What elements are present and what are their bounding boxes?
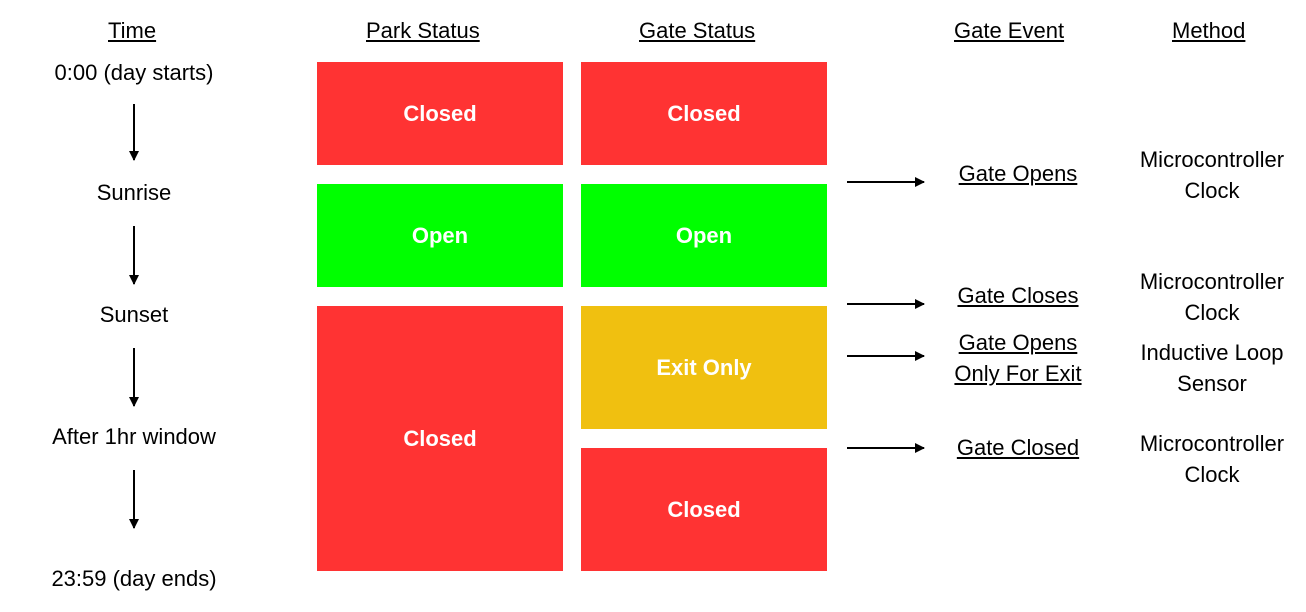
event-line: Gate Opens (958, 161, 1078, 186)
time-sunrise: Sunrise (96, 180, 172, 205)
event-gate-closes: Gate Closes (940, 280, 1096, 311)
method-gate-closes: Microcontroller Clock (1124, 266, 1300, 328)
gate-status-label: Closed (667, 100, 741, 126)
gate-status-label: Exit Only (656, 354, 752, 380)
gate-status-open: Open (581, 184, 827, 287)
park-status-open: Open (317, 184, 563, 287)
park-status-closed-evening: Closed (317, 306, 563, 571)
method-line: Clock (1184, 300, 1240, 325)
time-day-start: 0:00 (day starts) (54, 60, 214, 85)
method-gate-opens: Microcontroller Clock (1124, 144, 1300, 206)
park-status-closed-morning: Closed (317, 62, 563, 165)
event-gate-opens-exit: Gate Opens Only For Exit (936, 327, 1100, 389)
time-day-end: 23:59 (day ends) (51, 566, 217, 591)
time-after-window: After 1hr window (52, 424, 216, 449)
method-line: Microcontroller (1139, 431, 1285, 456)
gate-status-closed-morning: Closed (581, 62, 827, 165)
method-line: Clock (1184, 462, 1240, 487)
header-park-status: Park Status (366, 18, 480, 43)
event-gate-opens: Gate Opens (940, 158, 1096, 189)
event-line: Gate Closed (956, 435, 1080, 460)
header-time: Time (108, 18, 157, 43)
gate-status-label: Open (675, 222, 733, 248)
event-line: Only For Exit (954, 361, 1082, 386)
header-gate-event: Gate Event (954, 18, 1065, 43)
header-gate-status: Gate Status (639, 18, 756, 43)
method-gate-closed: Microcontroller Clock (1124, 428, 1300, 490)
gate-status-closed-night: Closed (581, 448, 827, 571)
method-line: Inductive Loop (1140, 340, 1284, 365)
park-status-label: Open (411, 222, 469, 248)
method-line: Sensor (1177, 371, 1247, 396)
park-status-label: Closed (403, 100, 477, 126)
event-gate-closed: Gate Closed (940, 432, 1096, 463)
gate-status-label: Closed (667, 496, 741, 522)
time-sunset: Sunset (99, 302, 169, 327)
method-line: Microcontroller (1139, 147, 1285, 172)
method-line: Clock (1184, 178, 1240, 203)
park-status-label: Closed (403, 425, 477, 451)
event-line: Gate Closes (957, 283, 1079, 308)
method-line: Microcontroller (1139, 269, 1285, 294)
gate-status-exit-only: Exit Only (581, 306, 827, 429)
method-gate-opens-exit: Inductive Loop Sensor (1124, 337, 1300, 399)
header-method: Method (1172, 18, 1246, 43)
event-line: Gate Opens (958, 330, 1078, 355)
